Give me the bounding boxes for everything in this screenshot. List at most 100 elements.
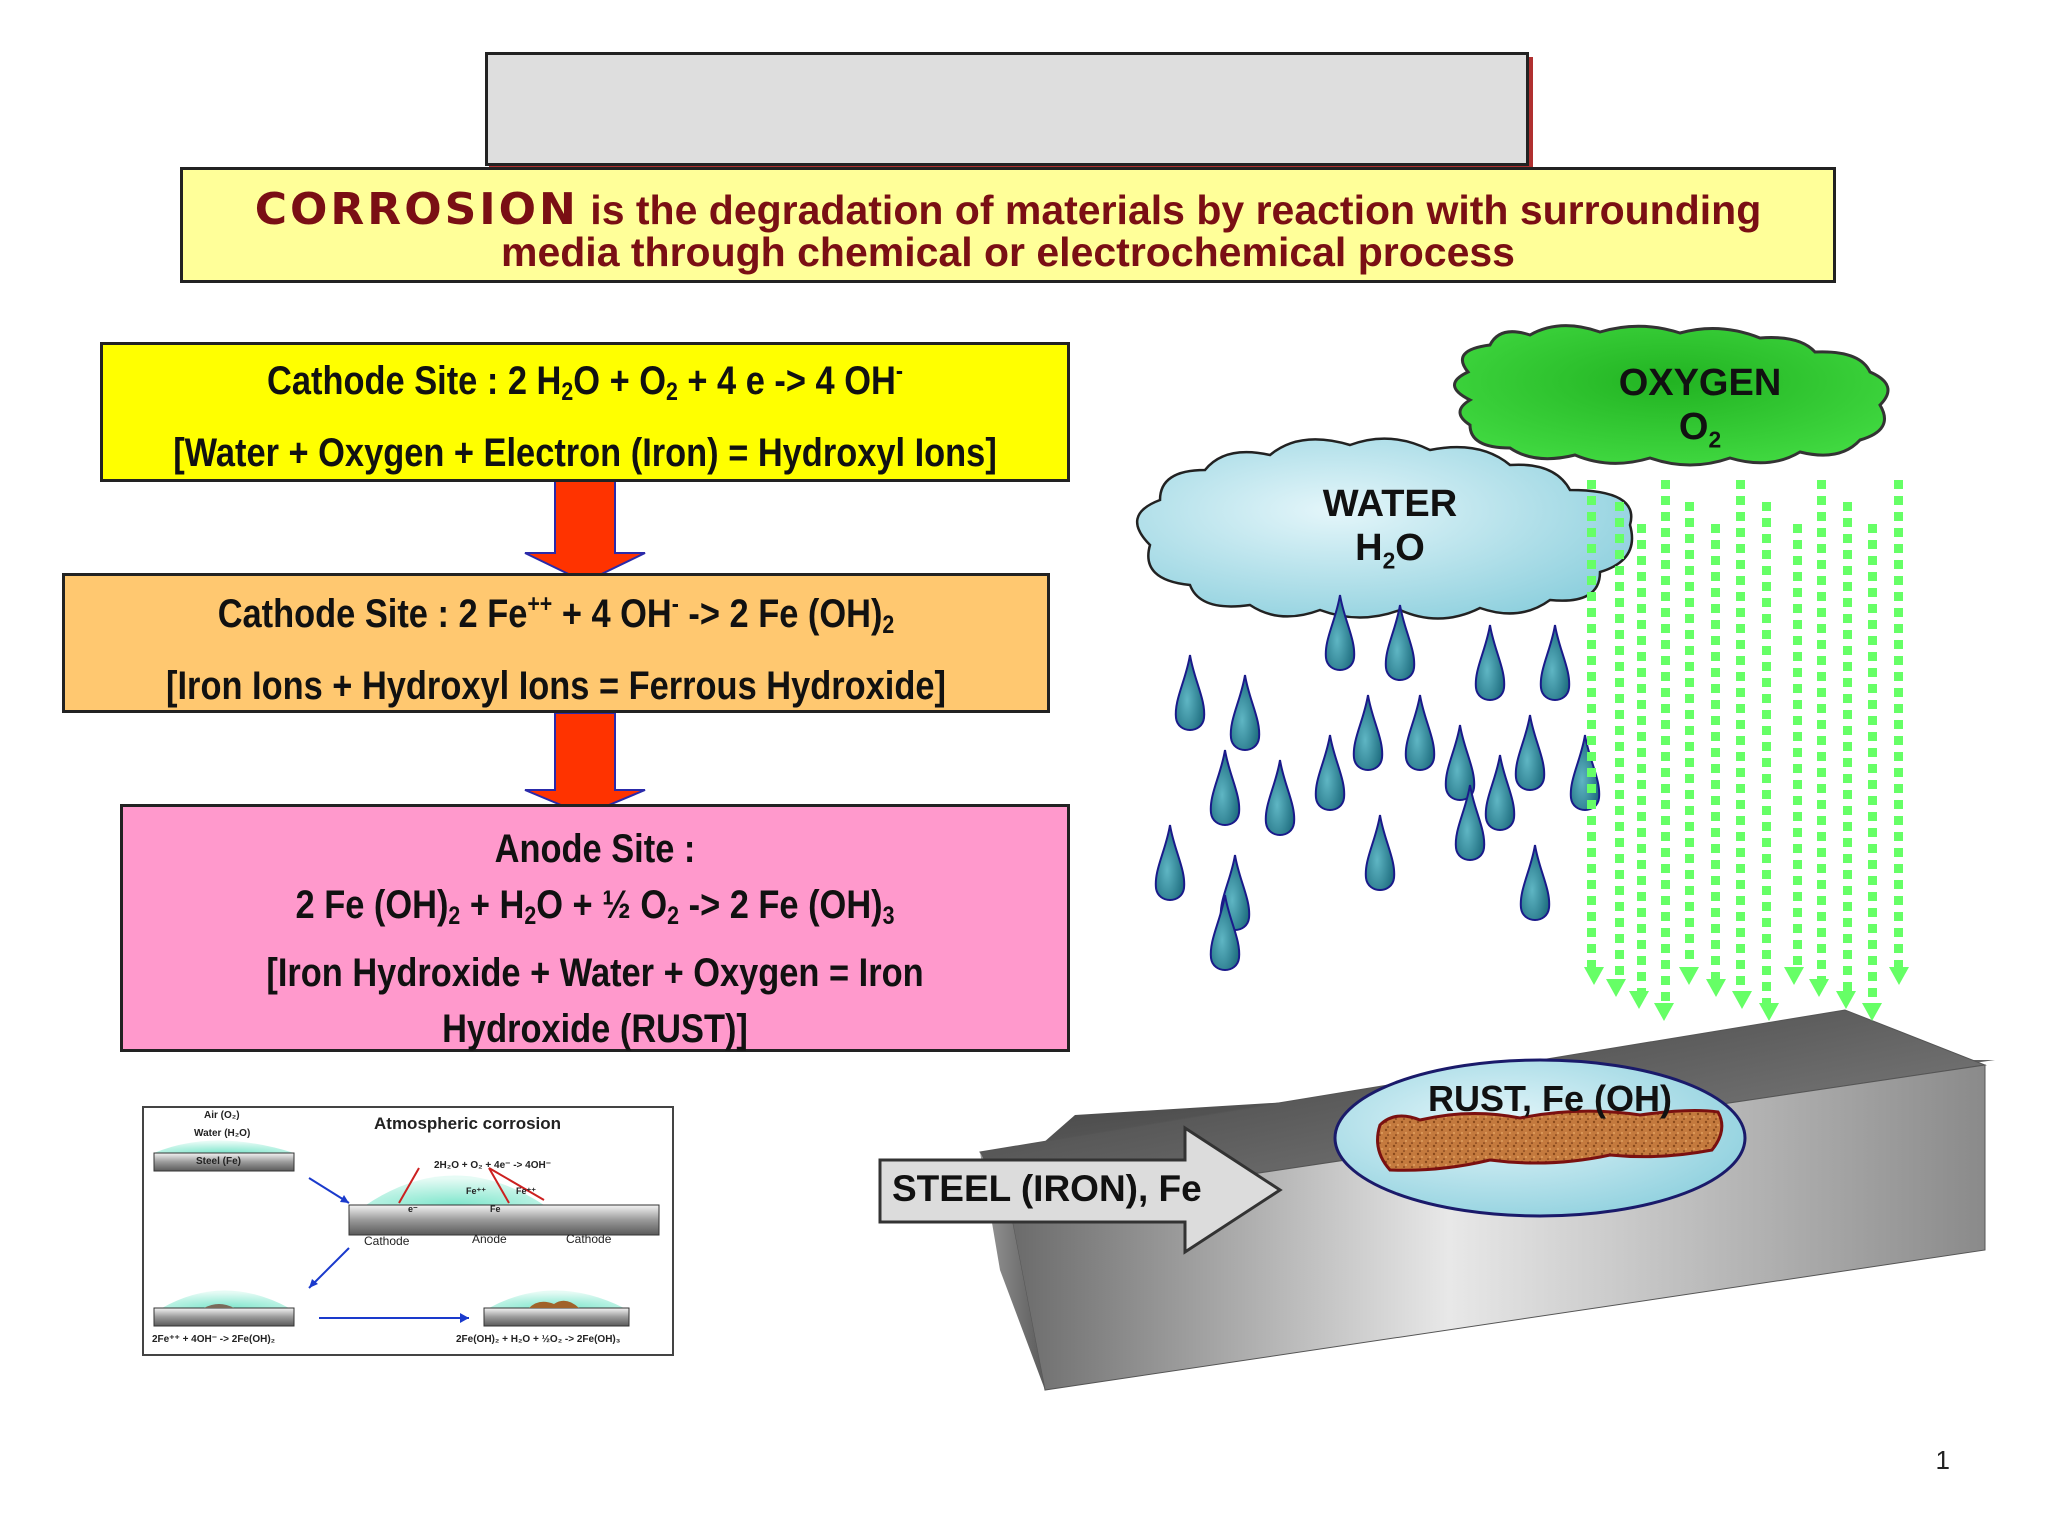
- oxygen-particle: [1762, 966, 1771, 975]
- oxygen-label-text: OXYGEN: [1618, 362, 1782, 404]
- oxygen-particle: [1615, 902, 1624, 911]
- oxygen-particle-arrowhead: [1679, 967, 1699, 985]
- oxygen-particle: [1894, 960, 1903, 969]
- oxygen-particle: [1736, 832, 1745, 841]
- oxygen-particle: [1711, 556, 1720, 565]
- oxygen-particle: [1637, 732, 1646, 741]
- oxygen-particle: [1793, 540, 1802, 549]
- oxygen-particle: [1711, 732, 1720, 741]
- inset-title: Atmospheric corrosion: [374, 1114, 562, 1133]
- oxygen-particle: [1587, 784, 1596, 793]
- oxygen-particle: [1843, 694, 1852, 703]
- oxygen-particle: [1843, 630, 1852, 639]
- oxygen-particle: [1762, 710, 1771, 719]
- oxygen-particle: [1637, 828, 1646, 837]
- oxygen-particle: [1843, 742, 1852, 751]
- oxygen-particle: [1587, 768, 1596, 777]
- oxygen-particle: [1587, 528, 1596, 537]
- oxygen-particle: [1817, 544, 1826, 553]
- oxygen-particle: [1894, 576, 1903, 585]
- oxygen-particle: [1685, 726, 1694, 735]
- oxygen-particle: [1868, 524, 1877, 533]
- oxygen-particle: [1762, 726, 1771, 735]
- definition-line-2: media through chemical or electrochemica…: [501, 229, 1515, 275]
- oxygen-particle: [1637, 812, 1646, 821]
- oxygen-particle: [1843, 582, 1852, 591]
- oxygen-particle: [1661, 912, 1670, 921]
- oxygen-particle: [1762, 758, 1771, 767]
- oxygen-particle: [1736, 896, 1745, 905]
- oxygen-particle: [1894, 768, 1903, 777]
- oxygen-particle: [1868, 540, 1877, 549]
- oxygen-particle: [1711, 956, 1720, 965]
- oxygen-particle: [1685, 534, 1694, 543]
- oxygen-particle: [1762, 838, 1771, 847]
- oxygen-particle: [1661, 832, 1670, 841]
- oxygen-particle: [1661, 752, 1670, 761]
- oxygen-particle: [1615, 550, 1624, 559]
- oxygen-particle: [1894, 544, 1903, 553]
- oxygen-particle: [1637, 700, 1646, 709]
- oxygen-particle: [1762, 854, 1771, 863]
- oxygen-particle: [1587, 848, 1596, 857]
- water-drop: [1229, 674, 1261, 751]
- oxygen-particle: [1661, 944, 1670, 953]
- oxygen-particle: [1736, 736, 1745, 745]
- oxygen-particle: [1817, 720, 1826, 729]
- oxygen-particle: [1736, 608, 1745, 617]
- oxygen-particle: [1711, 572, 1720, 581]
- water-cloud-label: WATER H2O: [1290, 482, 1490, 583]
- oxygen-particle: [1868, 716, 1877, 725]
- water-drop: [1352, 694, 1384, 771]
- oxygen-particle: [1661, 816, 1670, 825]
- oxygen-particle: [1793, 796, 1802, 805]
- oxygen-particle: [1762, 886, 1771, 895]
- oxygen-particle: [1587, 752, 1596, 761]
- oxygen-particle: [1843, 886, 1852, 895]
- oxygen-particle: [1817, 560, 1826, 569]
- oxygen-particle: [1615, 966, 1624, 975]
- steel-label-arrow: [878, 1125, 1283, 1255]
- oxygen-particle: [1685, 758, 1694, 767]
- oxygen-particle: [1793, 956, 1802, 965]
- oxygen-particle: [1868, 556, 1877, 565]
- anode-step-words-2: Hydroxide (RUST)]: [442, 1007, 748, 1052]
- oxygen-particle: [1736, 528, 1745, 537]
- oxygen-particle: [1615, 726, 1624, 735]
- oxygen-particle: [1661, 624, 1670, 633]
- oxygen-particle: [1587, 576, 1596, 585]
- oxygen-particle: [1661, 672, 1670, 681]
- oxygen-particle: [1711, 812, 1720, 821]
- oxygen-particle: [1736, 912, 1745, 921]
- oxygen-particle: [1615, 854, 1624, 863]
- oxygen-particle: [1615, 934, 1624, 943]
- oxygen-particle: [1762, 566, 1771, 575]
- oxygen-particle: [1817, 624, 1826, 633]
- oxygen-particle: [1894, 912, 1903, 921]
- water-drop: [1484, 754, 1516, 831]
- oxygen-particle: [1711, 908, 1720, 917]
- oxygen-particle: [1817, 736, 1826, 745]
- oxygen-particle: [1894, 640, 1903, 649]
- oxygen-particle: [1736, 928, 1745, 937]
- oxygen-particle: [1661, 736, 1670, 745]
- cathode-step-2-words: [Iron Ions + Hydroxyl Ions = Ferrous Hyd…: [166, 664, 946, 709]
- oxygen-particle: [1793, 700, 1802, 709]
- oxygen-particle: [1843, 822, 1852, 831]
- oxygen-particle: [1817, 864, 1826, 873]
- oxygen-particle: [1736, 768, 1745, 777]
- oxygen-particle: [1637, 972, 1646, 981]
- oxygen-particle: [1661, 848, 1670, 857]
- oxygen-particle: [1894, 608, 1903, 617]
- oxygen-particle: [1661, 784, 1670, 793]
- oxygen-particle: [1843, 566, 1852, 575]
- oxygen-particle: [1762, 614, 1771, 623]
- oxygen-particle: [1736, 848, 1745, 857]
- oxygen-particle: [1868, 908, 1877, 917]
- flow-arrow-2: [524, 712, 646, 817]
- oxygen-particle: [1762, 582, 1771, 591]
- oxygen-particle: [1868, 860, 1877, 869]
- oxygen-particle: [1685, 838, 1694, 847]
- inset-anode: Anode: [472, 1232, 507, 1246]
- oxygen-particle: [1711, 796, 1720, 805]
